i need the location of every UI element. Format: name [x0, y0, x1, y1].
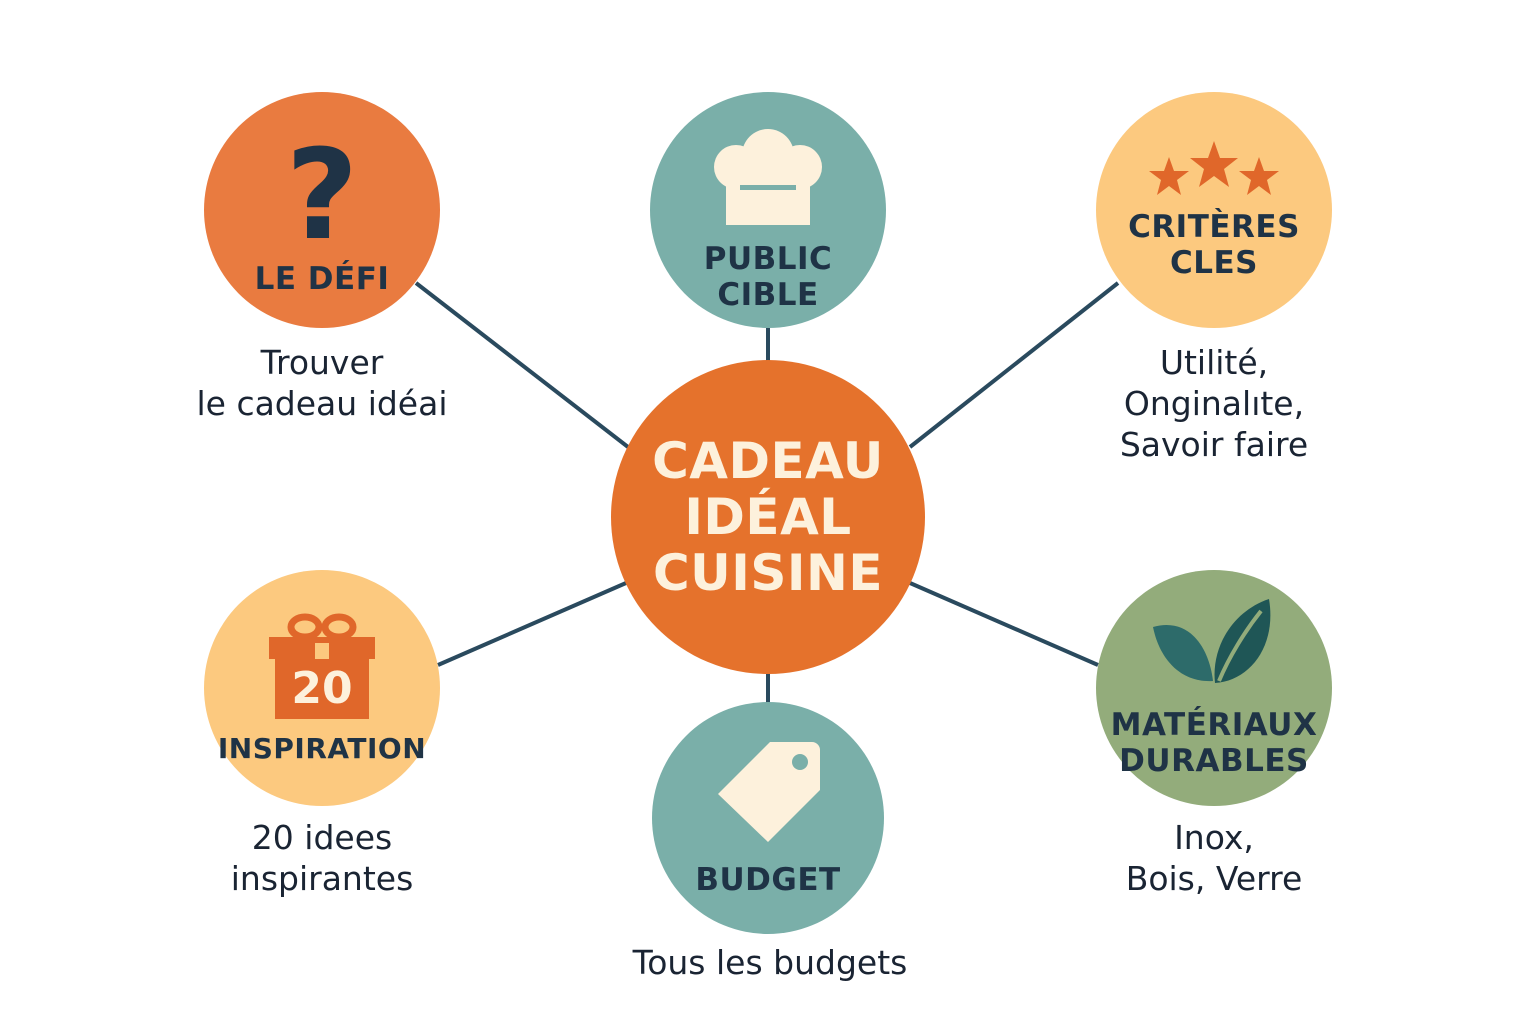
- criteres-desc-line: Savoir faire: [1119, 425, 1309, 464]
- criteres-title-1: CRITÈRES: [1128, 209, 1300, 245]
- three-stars-icon: [1149, 141, 1279, 195]
- public-title-1: PUBLIC: [703, 241, 833, 277]
- node-public: PUBLIC CIBLE: [650, 92, 886, 328]
- connector-materiaux: [909, 581, 1099, 667]
- node-inspiration: 20 INSPIRATION: [204, 570, 440, 806]
- inspiration-title: INSPIRATION: [217, 732, 427, 765]
- gift-icon: 20: [267, 609, 377, 721]
- defi-title: LE DÉFI: [254, 261, 390, 297]
- connector-inspiration: [437, 581, 627, 667]
- price-tag-icon: [718, 742, 820, 842]
- criteres-desc: Utilité, Onginalıte, Savoir faire: [1034, 342, 1394, 465]
- criteres-desc-line: Utilité,: [1159, 343, 1269, 382]
- svg-text:?: ?: [286, 133, 359, 253]
- materiaux-title-2: DURABLES: [1119, 743, 1309, 779]
- node-budget: BUDGET: [652, 702, 884, 934]
- budget-title: BUDGET: [695, 862, 841, 898]
- defi-desc: Trouver le cadeau idéai: [142, 342, 502, 424]
- public-title-2: CIBLE: [717, 277, 819, 313]
- center-line-1: CADEAU: [652, 432, 884, 490]
- question-mark-icon: ?: [286, 133, 359, 253]
- materiaux-desc-line: Inox,: [1174, 818, 1254, 857]
- inspiration-desc-line: inspirantes: [230, 859, 414, 898]
- gift-badge-number: 20: [291, 663, 353, 714]
- criteres-desc-line: Onginalıte,: [1123, 384, 1305, 423]
- defi-desc-line: Trouver: [260, 343, 384, 382]
- leaves-icon: [1153, 599, 1271, 683]
- inspiration-desc: 20 idees inspirantes: [142, 817, 502, 899]
- center-line-2: IDÉAL: [684, 488, 852, 546]
- materiaux-desc: Inox, Bois, Verre: [1034, 817, 1394, 899]
- defi-desc-line: le cadeau idéai: [196, 384, 448, 423]
- node-materiaux: MATÉRIAUX DURABLES: [1096, 570, 1332, 806]
- inspiration-desc-line: 20 idees: [251, 818, 393, 857]
- materiaux-title-1: MATÉRIAUX: [1110, 707, 1318, 743]
- node-criteres: CRITÈRES CLES: [1096, 92, 1332, 328]
- center-node: CADEAU IDÉAL CUISINE: [611, 360, 925, 674]
- node-defi: ? LE DÉFI: [204, 92, 440, 328]
- budget-desc: Tous les budgets: [632, 943, 908, 982]
- materiaux-desc-line: Bois, Verre: [1125, 859, 1303, 898]
- center-line-3: CUISINE: [652, 544, 883, 602]
- connector-defi: [414, 281, 630, 449]
- chef-hat-icon: [714, 129, 822, 225]
- connector-criteres: [908, 281, 1120, 449]
- criteres-title-2: CLES: [1169, 245, 1258, 281]
